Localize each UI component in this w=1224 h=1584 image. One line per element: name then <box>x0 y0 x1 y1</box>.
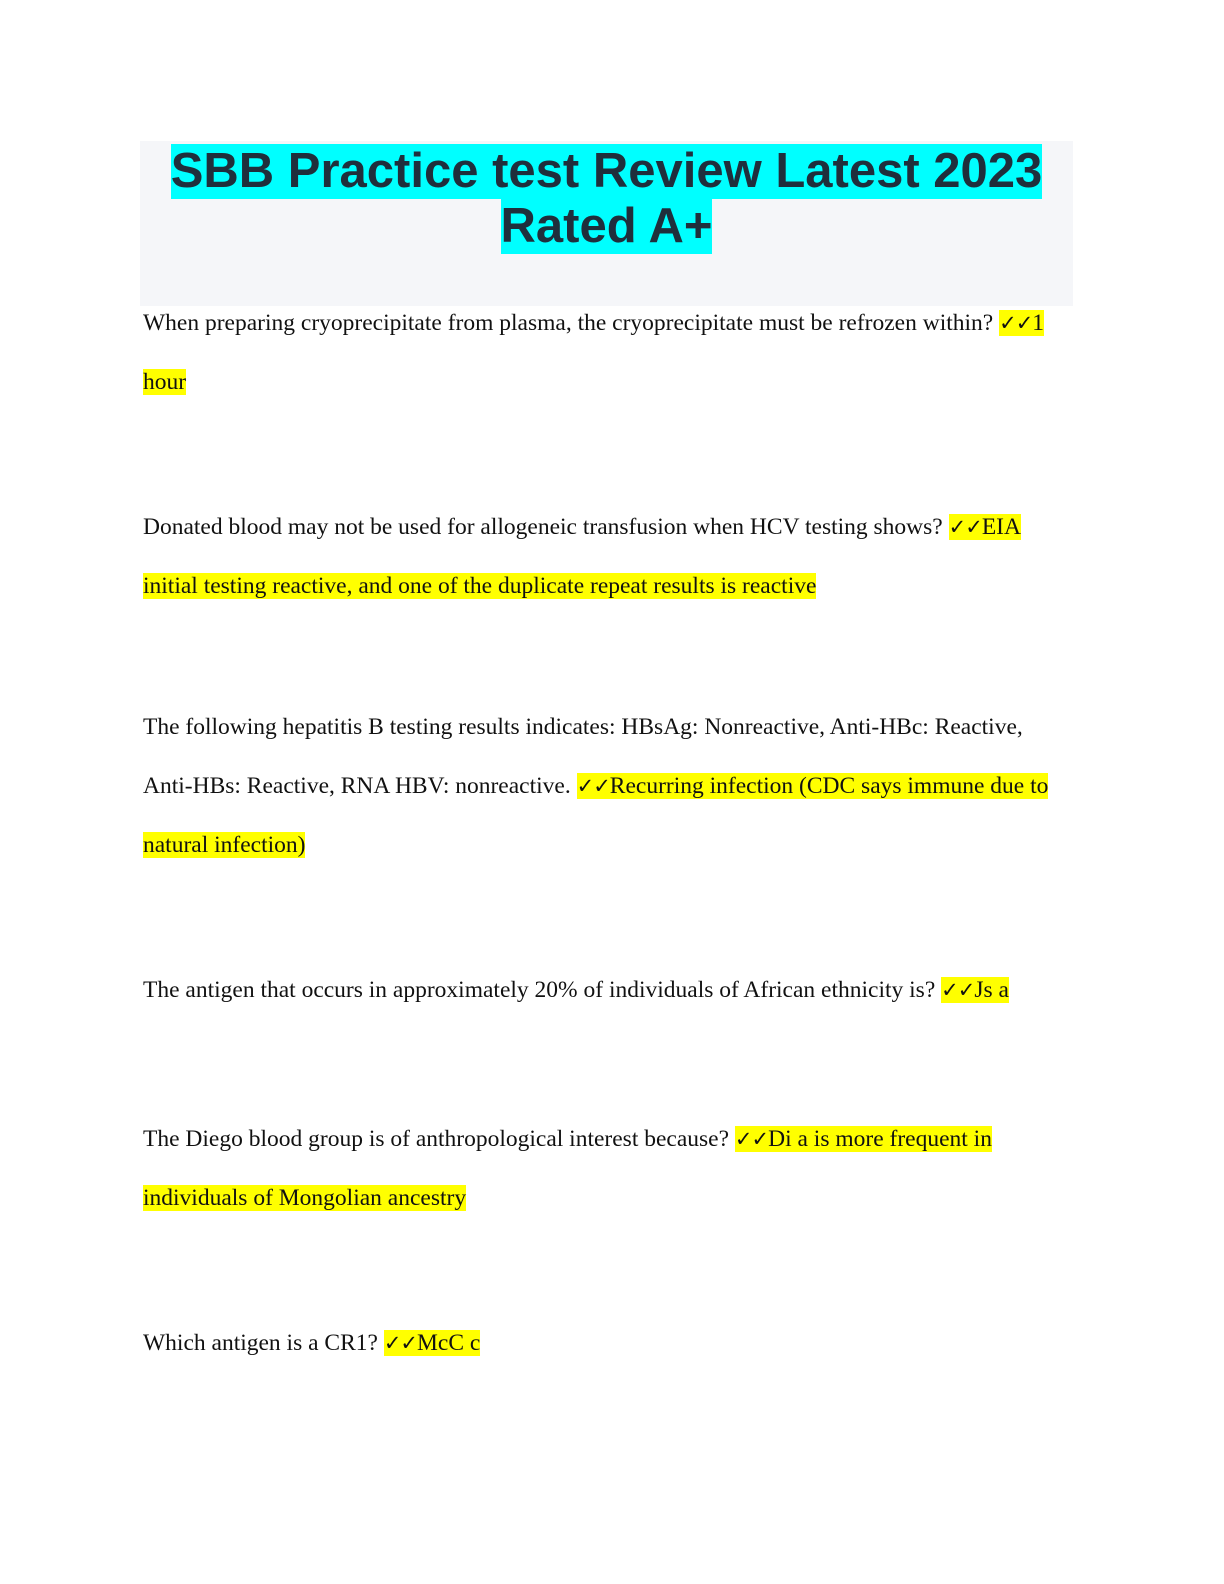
qa-line: hour <box>143 353 1078 412</box>
qa-item-2: Donated blood may not be used for alloge… <box>143 498 1078 616</box>
qa-line: initial testing reactive, and one of the… <box>143 557 1078 616</box>
answer-text: McC c <box>417 1330 481 1356</box>
answer-text: 1 <box>1032 310 1045 336</box>
double-check-icon: ✓✓ <box>383 1331 418 1355</box>
answer-text: hour <box>143 369 187 395</box>
answer-text: EIA <box>981 514 1021 540</box>
qa-line: Which antigen is a CR1? ✓✓McC c <box>143 1314 1078 1373</box>
answer-text: initial testing reactive, and one of the… <box>143 573 817 599</box>
qa-item-5: The Diego blood group is of anthropologi… <box>143 1110 1078 1228</box>
question-text: The following hepatitis B testing result… <box>143 714 1023 740</box>
answer-text: Di a is more frequent in <box>768 1126 992 1152</box>
answer-highlight: ✓✓EIA <box>948 514 1021 540</box>
qa-item-1: When preparing cryoprecipitate from plas… <box>143 294 1078 412</box>
double-check-icon: ✓✓ <box>734 1127 769 1151</box>
answer-highlight: ✓✓Di a is more frequent in <box>734 1126 992 1152</box>
qa-item-6: Which antigen is a CR1? ✓✓McC c <box>143 1314 1078 1373</box>
question-text: The antigen that occurs in approximately… <box>143 977 942 1003</box>
answer-text: Recurring infection (CDC says immune due… <box>609 773 1049 799</box>
qa-line: Anti-HBs: Reactive, RNA HBV: nonreactive… <box>143 757 1078 816</box>
question-text: Donated blood may not be used for alloge… <box>143 514 949 540</box>
double-check-icon: ✓✓ <box>576 774 611 798</box>
double-check-icon: ✓✓ <box>948 515 983 539</box>
qa-line: natural infection) <box>143 816 1078 875</box>
page-title-line-2: Rated A+ <box>500 199 713 254</box>
qa-line: When preparing cryoprecipitate from plas… <box>143 294 1078 353</box>
qa-line: individuals of Mongolian ancestry <box>143 1169 1078 1228</box>
question-text: Which antigen is a CR1? <box>143 1330 384 1356</box>
answer-text: individuals of Mongolian ancestry <box>143 1185 467 1211</box>
qa-line: The following hepatitis B testing result… <box>143 698 1078 757</box>
answer-highlight: ✓✓Recurring infection (CDC says immune d… <box>576 773 1049 799</box>
question-text: When preparing cryoprecipitate from plas… <box>143 310 1000 336</box>
qa-line: The antigen that occurs in approximately… <box>143 961 1078 1020</box>
answer-text: Js a <box>974 977 1009 1003</box>
title-block: SBB Practice test Review Latest 2023 Rat… <box>140 141 1073 306</box>
qa-item-4: The antigen that occurs in approximately… <box>143 961 1078 1020</box>
answer-text: natural infection) <box>143 832 306 858</box>
page-title-line-1: SBB Practice test Review Latest 2023 <box>170 144 1043 199</box>
qa-line: The Diego blood group is of anthropologi… <box>143 1110 1078 1169</box>
question-text: Anti-HBs: Reactive, RNA HBV: nonreactive… <box>143 773 577 799</box>
question-text: The Diego blood group is of anthropologi… <box>143 1126 735 1152</box>
double-check-icon: ✓✓ <box>941 978 975 1002</box>
qa-line: Donated blood may not be used for alloge… <box>143 498 1078 557</box>
answer-highlight: ✓✓Js a <box>941 977 1009 1003</box>
answer-highlight: ✓✓McC c <box>383 1330 481 1356</box>
qa-item-3: The following hepatitis B testing result… <box>143 698 1078 875</box>
double-check-icon: ✓✓ <box>999 311 1033 335</box>
answer-highlight: ✓✓1 <box>999 310 1045 336</box>
